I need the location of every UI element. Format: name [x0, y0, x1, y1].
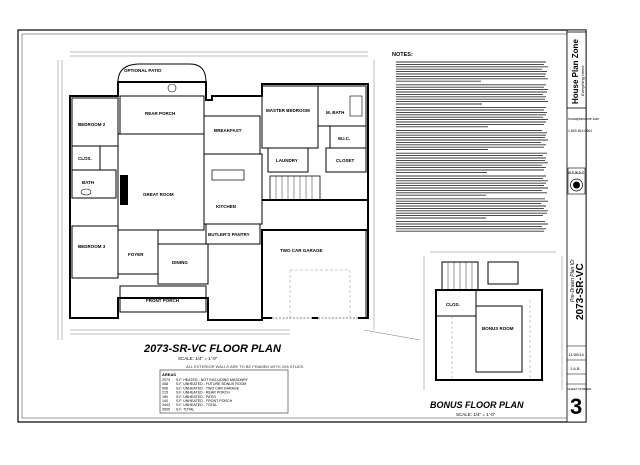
- area-desc: S.F. UNHEATED - TWO CAR GARAGE: [176, 386, 240, 390]
- stairs: [269, 175, 321, 201]
- main-plan-title: 2073-SR-VC FLOOR PLAN: [143, 343, 282, 355]
- sheet-number: 3: [570, 394, 582, 419]
- area-value: 180: [162, 395, 168, 399]
- area-value: 458: [162, 382, 168, 386]
- great-room-label: GREAT ROOM: [143, 192, 174, 197]
- plan-id-label: Pre-Drawn Plan ID:: [570, 258, 576, 302]
- area-desc: S.F. TOTAL: [176, 407, 194, 411]
- ncbdc-seal-label: N-C-B-D-C: [569, 171, 585, 175]
- area-desc: S.F. HEATED - NOT INCLUDING MASONRY: [176, 378, 249, 382]
- rear-porch-label: REAR PORCH: [145, 111, 175, 116]
- kitchen-label: KITCHEN: [216, 204, 236, 209]
- area-value: 506: [162, 386, 168, 390]
- m-bath-label: M. BATH: [326, 110, 344, 115]
- area-value: 3443: [162, 403, 170, 407]
- sheet-number-label: SHEET NUMBER: [568, 387, 593, 391]
- company-tagline: Everything Home: [580, 65, 585, 96]
- bonus-room-label: BONUS ROOM: [482, 326, 514, 331]
- main-plan-scale: SCALE: 1/4" = 1'-0": [178, 356, 218, 361]
- bonus-plan-title: BONUS FLOOR PLAN: [430, 400, 524, 410]
- drawn-by: J.A.B.: [570, 366, 581, 371]
- bonus-plan-scale: SCALE: 1/4" = 1'-0": [456, 412, 496, 417]
- title-block: House Plan Zone Everything Home housepla…: [566, 29, 599, 423]
- area-table-header: AREAS: [162, 372, 176, 377]
- company-phone: 1.800.814.0661: [568, 129, 592, 133]
- north-arrow-icon: [167, 83, 177, 93]
- foyer-label: FOYER: [128, 252, 144, 257]
- general-notes: NOTES:: [392, 52, 548, 232]
- area-desc: S.F. UNHEATED - PATIO: [176, 395, 216, 399]
- master-bedroom-label: MASTER BEDROOM: [266, 108, 310, 113]
- wic-label: W.I.C.: [338, 136, 350, 141]
- bedroom3-label: BEDROOM 3: [78, 244, 106, 249]
- area-value: 215: [162, 391, 168, 395]
- area-desc: S.F. UNHEATED - TOTAL: [176, 403, 217, 407]
- area-table: AREAS 2073 S.F. HEATED - NOT INCLUDING MA…: [159, 369, 289, 414]
- front-porch-label: FRONT PORCH: [146, 298, 179, 303]
- area-desc: S.F. UNHEATED - REAR PORCH: [176, 391, 230, 395]
- bonus-clos-label: CLOS.: [446, 302, 460, 307]
- ncbdc-seal-icon: [570, 178, 583, 192]
- closet-label: CLOSET: [336, 158, 355, 163]
- company-name: House Plan Zone: [571, 39, 580, 104]
- optional-patio-label: OPTIONAL PATIO: [124, 68, 162, 73]
- plan-id: 2073-SR-VC: [575, 263, 586, 320]
- clos1-label: CLOS.: [78, 156, 92, 161]
- main-floor-plan: OPTIONAL PATIO REAR PORCH BREAKFAST MAST…: [57, 51, 421, 341]
- sheet-date: 11/30/14: [569, 352, 585, 357]
- svg-text:ALL EXTERIOR WALLS ARE TO BE F: ALL EXTERIOR WALLS ARE TO BE FRAMED WITH…: [186, 364, 304, 369]
- bath-label: BATH: [82, 180, 94, 185]
- notes-heading: NOTES:: [392, 52, 413, 58]
- company-website: houseplanzone.com: [568, 117, 599, 121]
- area-value: 3505: [162, 407, 170, 411]
- bonus-floor-plan: CLOS. BONUS ROOM: [423, 251, 563, 390]
- area-desc: S.F. UNHEATED - FRONT PORCH: [176, 399, 233, 403]
- bedroom2-label: BEDROOM 2: [78, 122, 106, 127]
- butlers-pantry-label: BUTLER'S PANTRY: [208, 232, 250, 237]
- garage-label: TWO CAR GARAGE: [280, 248, 323, 253]
- breakfast-label: BREAKFAST: [214, 128, 242, 133]
- area-value: 140: [162, 399, 168, 403]
- dining-label: DINING: [172, 260, 188, 265]
- laundry-label: LAUNDRY: [276, 158, 298, 163]
- area-value: 2073: [162, 378, 170, 382]
- area-desc: S.F. UNHEATED - FUTURE BONUS ROOM: [176, 382, 246, 386]
